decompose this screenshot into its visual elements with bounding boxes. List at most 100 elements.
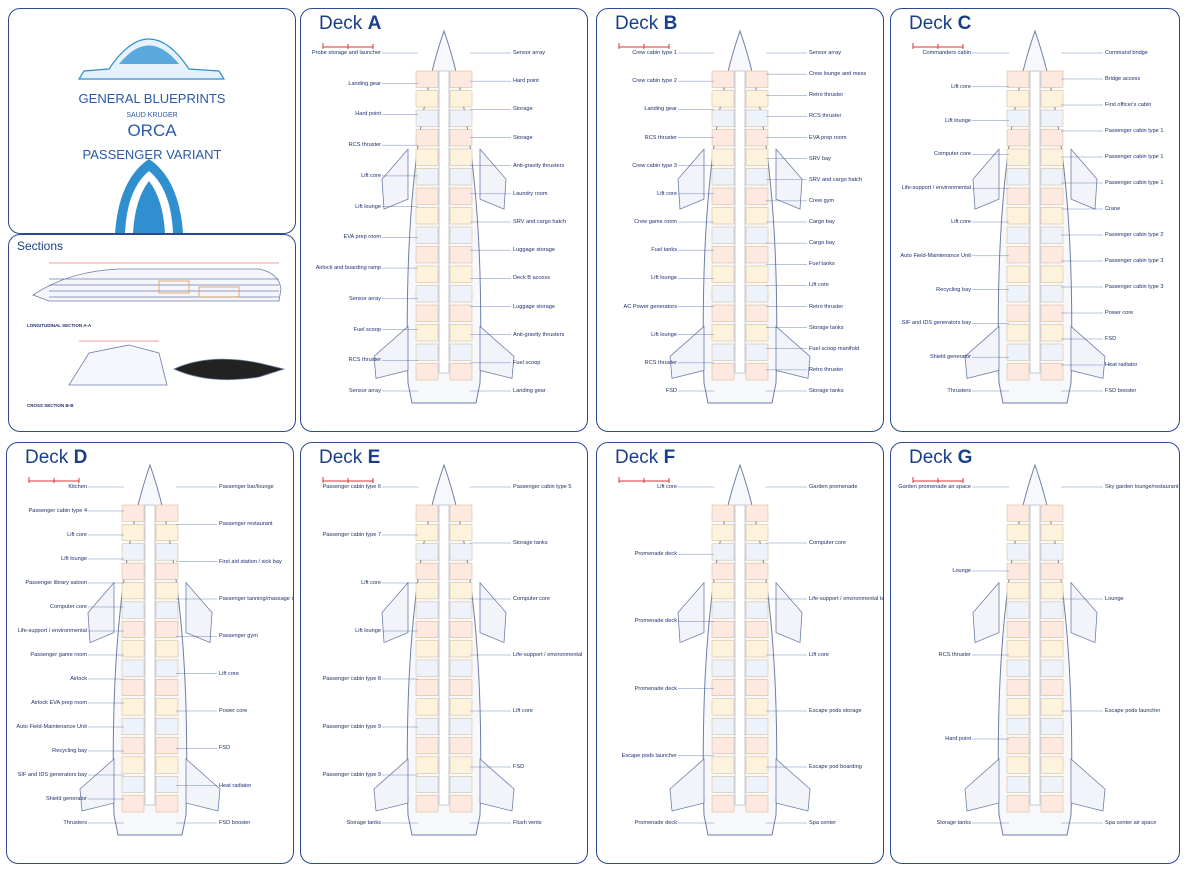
callout-label: Heat radiator [1105, 362, 1138, 368]
callout-label: Crew cabin type 2 [632, 78, 677, 85]
room [415, 524, 439, 541]
room [155, 737, 179, 755]
callout-label: Command bridge [1105, 50, 1148, 56]
room [121, 601, 145, 619]
callout-label: Bridge access [1105, 76, 1141, 82]
room [1006, 109, 1030, 127]
room [711, 640, 735, 658]
room [449, 343, 473, 361]
callout-label: Lift core [219, 670, 239, 677]
room [449, 756, 473, 774]
room [1006, 265, 1030, 283]
room [449, 324, 473, 342]
room [711, 90, 735, 108]
room [745, 187, 769, 205]
left-wing [373, 581, 409, 812]
callout-label: FSD [513, 764, 525, 770]
callout-label: Passenger cabin type 4 [28, 508, 87, 514]
callout-label: Lift core [951, 219, 971, 225]
callout-label: Promenade deck [634, 820, 677, 826]
callout-label: Lounge [1105, 596, 1124, 602]
deck-title: Deck A [319, 13, 381, 35]
room [1040, 737, 1064, 755]
central-corridor [1029, 504, 1041, 806]
deck-plan-drawing [912, 463, 1106, 836]
callout-label: FSD [665, 388, 677, 394]
room [1040, 601, 1064, 619]
room [1040, 756, 1064, 774]
callout-label: Storage tanks [936, 820, 971, 826]
deck-plan-drawing [28, 463, 221, 836]
room [449, 207, 473, 225]
room [745, 562, 769, 580]
room [745, 601, 769, 619]
sections-panel: Sections LONGITUDINAL SECTION A-A CROSS … [8, 234, 296, 432]
room [1040, 524, 1064, 541]
room [121, 640, 145, 658]
room [1006, 187, 1030, 205]
callout-label: Sky garden lounge/restaurant [1105, 484, 1179, 490]
callout-label: Passenger library saloon [25, 580, 87, 586]
room [745, 246, 769, 264]
orca-top-silhouette [77, 38, 226, 233]
left-wing [79, 581, 115, 812]
general-title: GENERAL BLUEPRINTS [78, 91, 226, 106]
callout-label: Auto Field-Maintenance Unit [900, 252, 971, 259]
deck-title: Deck E [319, 447, 380, 469]
callout-label: Thrusters [947, 388, 971, 394]
room [711, 659, 735, 677]
room [449, 70, 473, 88]
room [415, 246, 439, 264]
room [711, 562, 735, 580]
room [711, 737, 735, 755]
room [745, 285, 769, 303]
callout-label: Lift lounge [945, 117, 971, 124]
room [449, 640, 473, 658]
room [745, 621, 769, 638]
callout-label: Lift core [67, 532, 87, 538]
callout-label: RCS thruster [644, 359, 677, 366]
callout-label: Passenger bar/lounge [219, 484, 274, 490]
room [1040, 168, 1064, 186]
callout-label: Airlock and boarding ramp [315, 265, 381, 272]
room [745, 698, 769, 716]
callout-label: Passenger cabin type 1 [1105, 180, 1164, 186]
room [415, 265, 439, 283]
room [1006, 207, 1030, 225]
callout-label: Hard point [513, 78, 539, 85]
callout-label: Spa center air space [1105, 820, 1157, 826]
callout-label: Auto Field-Maintenance Unit [16, 724, 87, 730]
callout-label: Shield generator [929, 354, 971, 361]
deck-letter: B [663, 13, 678, 34]
room [1040, 265, 1064, 283]
room [415, 543, 439, 561]
room [415, 621, 439, 638]
callout-label: Passenger game room [30, 652, 87, 658]
callout-label: Computer core [934, 151, 971, 158]
callout-label: Sensor array [513, 50, 546, 56]
callout-label: Airlock [70, 676, 87, 682]
scale-bar [618, 43, 670, 49]
central-corridor [144, 504, 156, 806]
room [711, 504, 735, 522]
deck-title-prefix: Deck [615, 13, 664, 34]
callout-label: Shield generator [45, 796, 87, 802]
callout-label: Passenger cabin type 9 [322, 724, 381, 730]
deck-letter: C [957, 13, 972, 34]
callout-label: Lift core [809, 652, 829, 658]
room [1006, 737, 1030, 755]
room [415, 562, 439, 580]
room [1006, 621, 1030, 638]
callout-label: Escape pods launcher [1105, 708, 1161, 714]
deck-plan-drawing [618, 463, 811, 836]
callout-label: AC Power generators [623, 303, 677, 310]
callout-label: Escape pods storage [809, 708, 862, 714]
room [155, 640, 179, 658]
room [121, 737, 145, 755]
room [155, 679, 179, 696]
central-corridor [734, 70, 746, 374]
callout-label: Promenade deck [634, 618, 677, 625]
room [1040, 207, 1064, 225]
scale-bar [28, 477, 80, 483]
